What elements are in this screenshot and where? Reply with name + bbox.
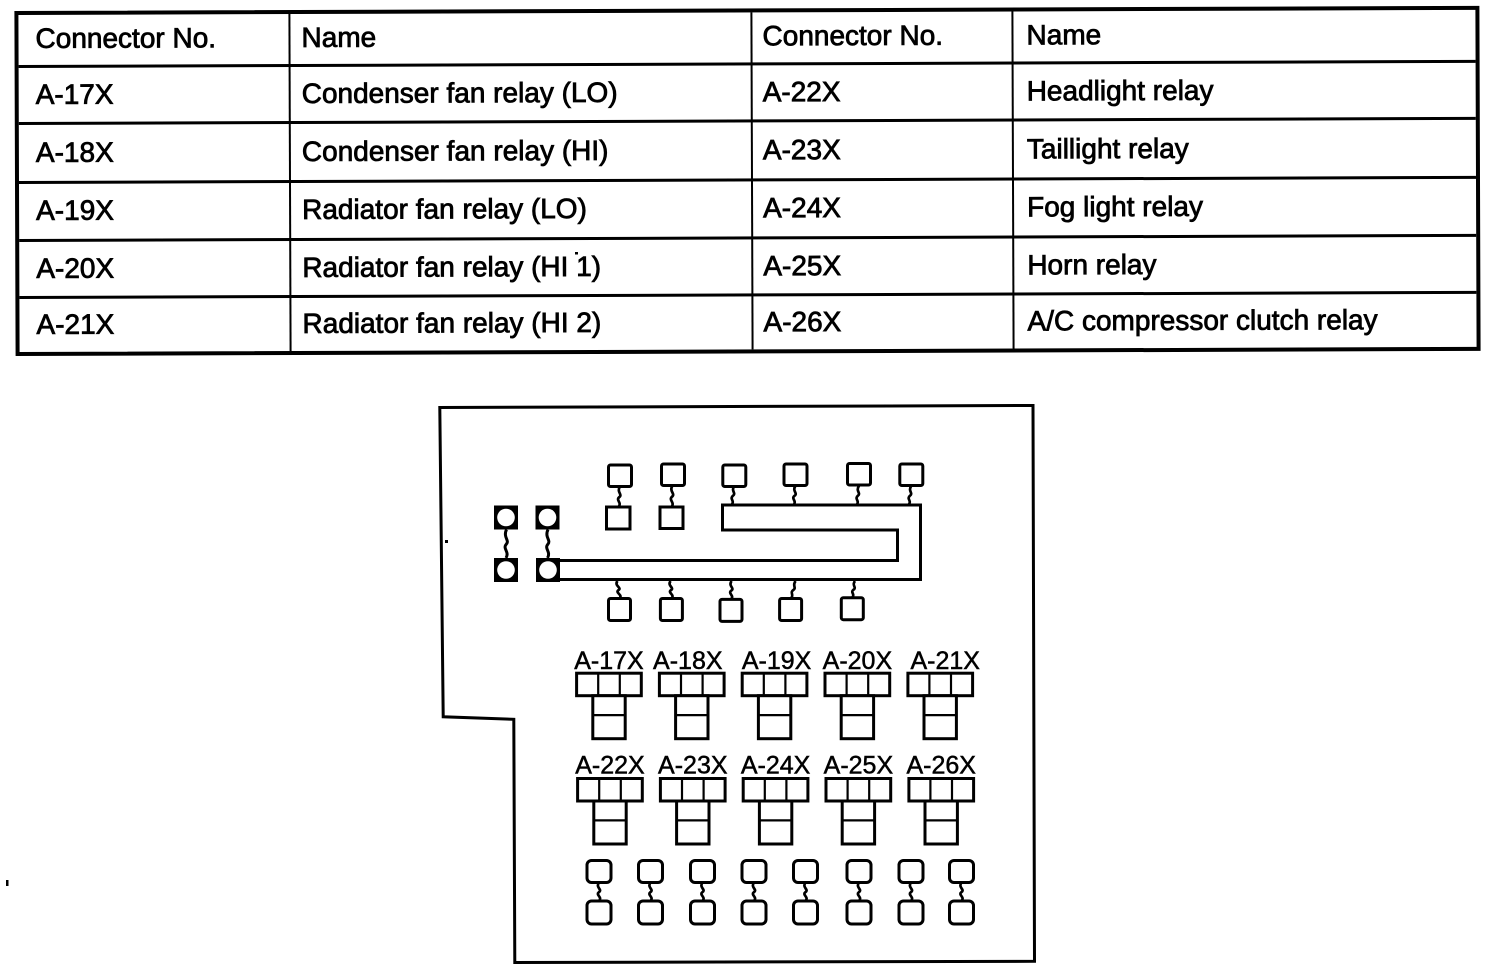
svg-text:A-22X: A-22X <box>575 752 645 780</box>
svg-text:A-23X: A-23X <box>658 752 728 780</box>
svg-text:A-20X: A-20X <box>823 647 893 675</box>
svg-text:A-24X: A-24X <box>741 752 811 780</box>
svg-text:A-19X: A-19X <box>742 647 812 675</box>
svg-text:A-25X: A-25X <box>824 752 894 780</box>
svg-text:A-26X: A-26X <box>906 752 976 780</box>
svg-text:A-21X: A-21X <box>910 647 980 675</box>
svg-text:A-17X: A-17X <box>574 647 644 675</box>
svg-text:A-18X: A-18X <box>653 647 723 675</box>
